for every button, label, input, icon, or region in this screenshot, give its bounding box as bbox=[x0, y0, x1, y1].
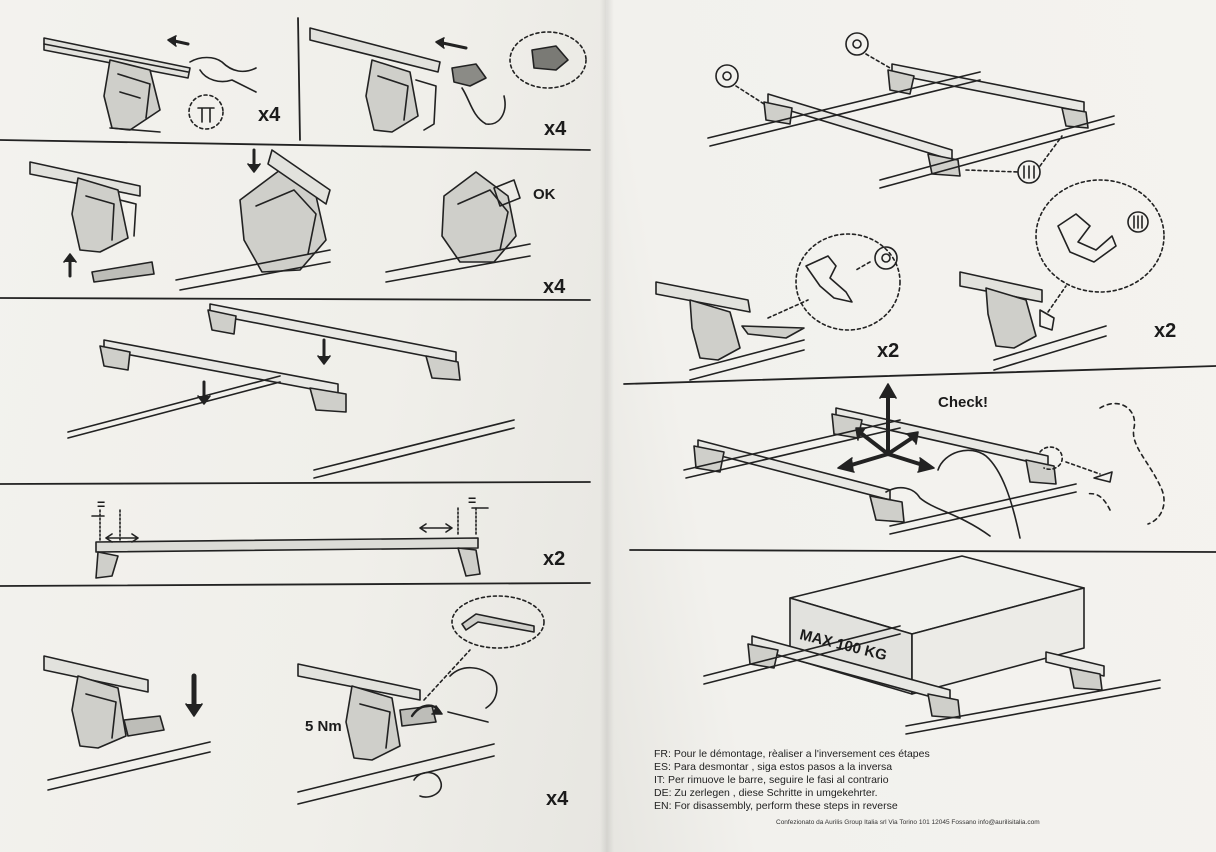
step7-tighten bbox=[297, 595, 545, 805]
instruction-es: ES: Para desmontar , siga estos pasos a … bbox=[654, 761, 893, 773]
page-fold bbox=[600, 0, 614, 852]
equal-marker: = bbox=[97, 496, 106, 512]
quantity-label: x2 bbox=[877, 340, 900, 362]
quantity-label: x4 bbox=[546, 788, 569, 810]
instruction-it: IT: Per rimuove le barre, seguire le fas… bbox=[654, 774, 889, 786]
step6-lower-foot bbox=[43, 655, 211, 791]
quantity-label: x4 bbox=[544, 118, 567, 140]
step10-check bbox=[683, 383, 1165, 539]
quantity-label: x4 bbox=[258, 104, 281, 126]
step2-insert-plug bbox=[309, 27, 587, 133]
quantity-label: x4 bbox=[543, 276, 566, 298]
equal-marker: = bbox=[468, 492, 477, 508]
quantity-label: x2 bbox=[1154, 320, 1177, 342]
step5-center-bar bbox=[91, 507, 489, 579]
step11-max-load bbox=[703, 555, 1161, 735]
step3-foot-assembly bbox=[29, 148, 531, 291]
right-section-dividers bbox=[623, 365, 1216, 553]
manufacturer-credit: Confezionato da Aurilis Group Italia srl… bbox=[776, 819, 1040, 826]
ok-label: OK bbox=[533, 186, 556, 203]
step9-slot-cap bbox=[655, 179, 1165, 381]
instruction-en: EN: For disassembly, perform these steps… bbox=[654, 800, 898, 812]
disassembly-instructions: FR: Pour le démontage, rèaliser a l'inve… bbox=[654, 748, 1134, 829]
instruction-fr: FR: Pour le démontage, rèaliser a l'inve… bbox=[654, 748, 930, 760]
quantity-label: x2 bbox=[543, 548, 566, 570]
check-label: Check! bbox=[938, 394, 989, 411]
left-section-dividers bbox=[0, 17, 591, 587]
torque-label: 5 Nm bbox=[305, 718, 342, 735]
step8-endcaps bbox=[707, 32, 1115, 189]
step4-place-bars bbox=[67, 303, 515, 479]
instruction-de: DE: Zu zerlegen , diese Schritte in umge… bbox=[654, 787, 878, 799]
step1-endcap-removal bbox=[43, 35, 257, 133]
